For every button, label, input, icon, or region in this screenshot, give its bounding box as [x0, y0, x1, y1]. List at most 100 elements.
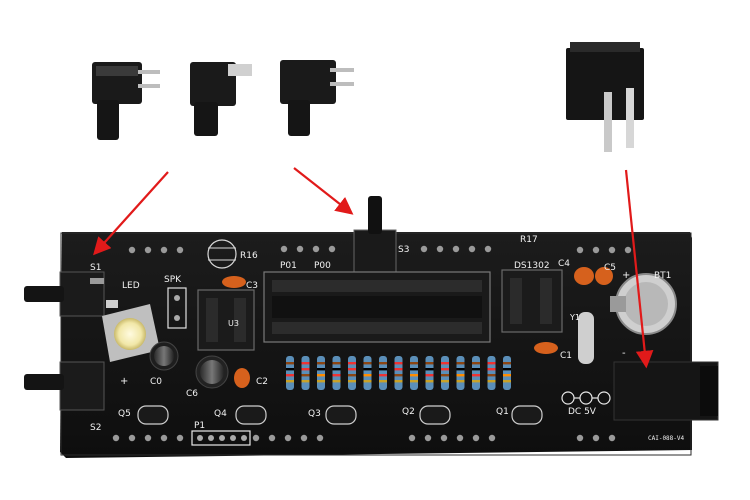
- label-ds1302: DS1302: [514, 261, 550, 271]
- resistor-band: [286, 362, 294, 365]
- resistor: [317, 356, 325, 390]
- resistor-band: [503, 362, 511, 365]
- label-spk: SPK: [164, 275, 182, 285]
- loose-switch-1: [92, 62, 160, 140]
- resistor-band: [456, 362, 465, 365]
- label-po0: P00: [314, 261, 331, 271]
- transistors: [137, 405, 543, 425]
- arrow-to-s3: [293, 167, 354, 215]
- resistor-band: [332, 368, 341, 371]
- resistor-band: [394, 368, 403, 371]
- resistor-band: [472, 374, 480, 377]
- resistor: [456, 356, 465, 390]
- resistor: [472, 356, 480, 390]
- resistor-band: [472, 368, 480, 371]
- speaker-footprint: [167, 287, 187, 329]
- p1-footprint: [191, 430, 251, 446]
- resistor-band: [441, 362, 449, 365]
- switch-s2: [24, 361, 105, 411]
- label-p1: P1: [194, 421, 205, 431]
- loose-switch-3: [280, 60, 354, 136]
- resistor-band: [472, 362, 480, 365]
- label-q3: Q3: [308, 409, 321, 419]
- resistor: [286, 356, 294, 390]
- loose-dc-jack: [566, 42, 644, 152]
- label-model: CAI-088-V4: [648, 435, 685, 442]
- label-bt1: BT1: [654, 271, 671, 281]
- silkscreen-labels: S1 S2 S3 LED SPK R16 R17 C0 C2 C3 C4 C5 …: [90, 235, 685, 442]
- resistor-band: [317, 380, 325, 383]
- resistor-band: [487, 380, 496, 383]
- label-q4: Q4: [214, 409, 227, 419]
- resistor: [379, 356, 387, 390]
- resistor-band: [301, 368, 310, 371]
- resistor-band: [456, 380, 465, 383]
- ceramic-caps: [222, 267, 613, 388]
- resistor-band: [394, 362, 403, 365]
- resistor-band: [286, 368, 294, 371]
- resistor-band: [332, 374, 341, 377]
- label-q5: Q5: [118, 409, 131, 419]
- label-s1: S1: [90, 263, 101, 273]
- crystal-y1: [578, 312, 594, 364]
- resistor-band: [503, 368, 511, 371]
- arrow-to-dc-jack: [624, 169, 654, 369]
- resistor: [394, 356, 403, 390]
- label-c4: C4: [558, 259, 570, 269]
- resistor-band: [363, 380, 372, 383]
- resistor-band: [379, 362, 387, 365]
- label-u3: U3: [228, 319, 239, 328]
- capacitor-c0: [149, 341, 179, 371]
- resistor-band: [348, 380, 356, 383]
- power-led: [102, 300, 160, 362]
- r16-footprint: [207, 239, 237, 269]
- u3-socket: [197, 289, 255, 351]
- resistor-band: [441, 380, 449, 383]
- resistor-band: [332, 362, 341, 365]
- resistor-band: [425, 368, 434, 371]
- resistor-band: [286, 380, 294, 383]
- resistor-band: [472, 380, 480, 383]
- label-r16: R16: [240, 251, 258, 261]
- label-c5: C5: [604, 263, 616, 273]
- dc-jack: [613, 361, 719, 421]
- resistor-band: [348, 362, 356, 365]
- resistor-band: [487, 362, 496, 365]
- label-q2: Q2: [402, 407, 415, 417]
- resistor-band: [301, 362, 310, 365]
- label-r17: R17: [520, 235, 538, 245]
- resistor-band: [425, 380, 434, 383]
- annotation-arrows: [93, 167, 654, 369]
- resistor: [348, 356, 356, 390]
- resistor-band: [487, 374, 496, 377]
- resistor-band: [503, 380, 511, 383]
- header-holes-bottom: [112, 434, 616, 442]
- label-y1: Y1: [569, 313, 580, 322]
- resistor-band: [456, 368, 465, 371]
- resistor-band: [487, 368, 496, 371]
- resistor-band: [363, 374, 372, 377]
- capacitor-c6: [195, 355, 229, 389]
- resistor-band: [317, 368, 325, 371]
- switch-s3: [353, 196, 397, 273]
- resistor-band: [379, 374, 387, 377]
- resistor-band: [301, 380, 310, 383]
- label-c1: C1: [560, 351, 572, 361]
- label-minus-bt1: -: [622, 348, 626, 359]
- ds1302-socket: [501, 269, 563, 333]
- resistor-band: [410, 374, 418, 377]
- resistor-row: [286, 356, 511, 390]
- label-c6: C6: [186, 389, 198, 399]
- resistor: [441, 356, 449, 390]
- resistor: [425, 356, 434, 390]
- label-po1: P01: [280, 261, 297, 271]
- label-plus-c0: +: [120, 376, 128, 387]
- label-s3: S3: [398, 245, 409, 255]
- resistor-band: [441, 368, 449, 371]
- main-ic-socket: [263, 271, 491, 343]
- label-dc5v: DC 5V: [568, 407, 597, 417]
- resistor-band: [286, 374, 294, 377]
- resistor: [487, 356, 496, 390]
- label-c2: C2: [256, 377, 268, 387]
